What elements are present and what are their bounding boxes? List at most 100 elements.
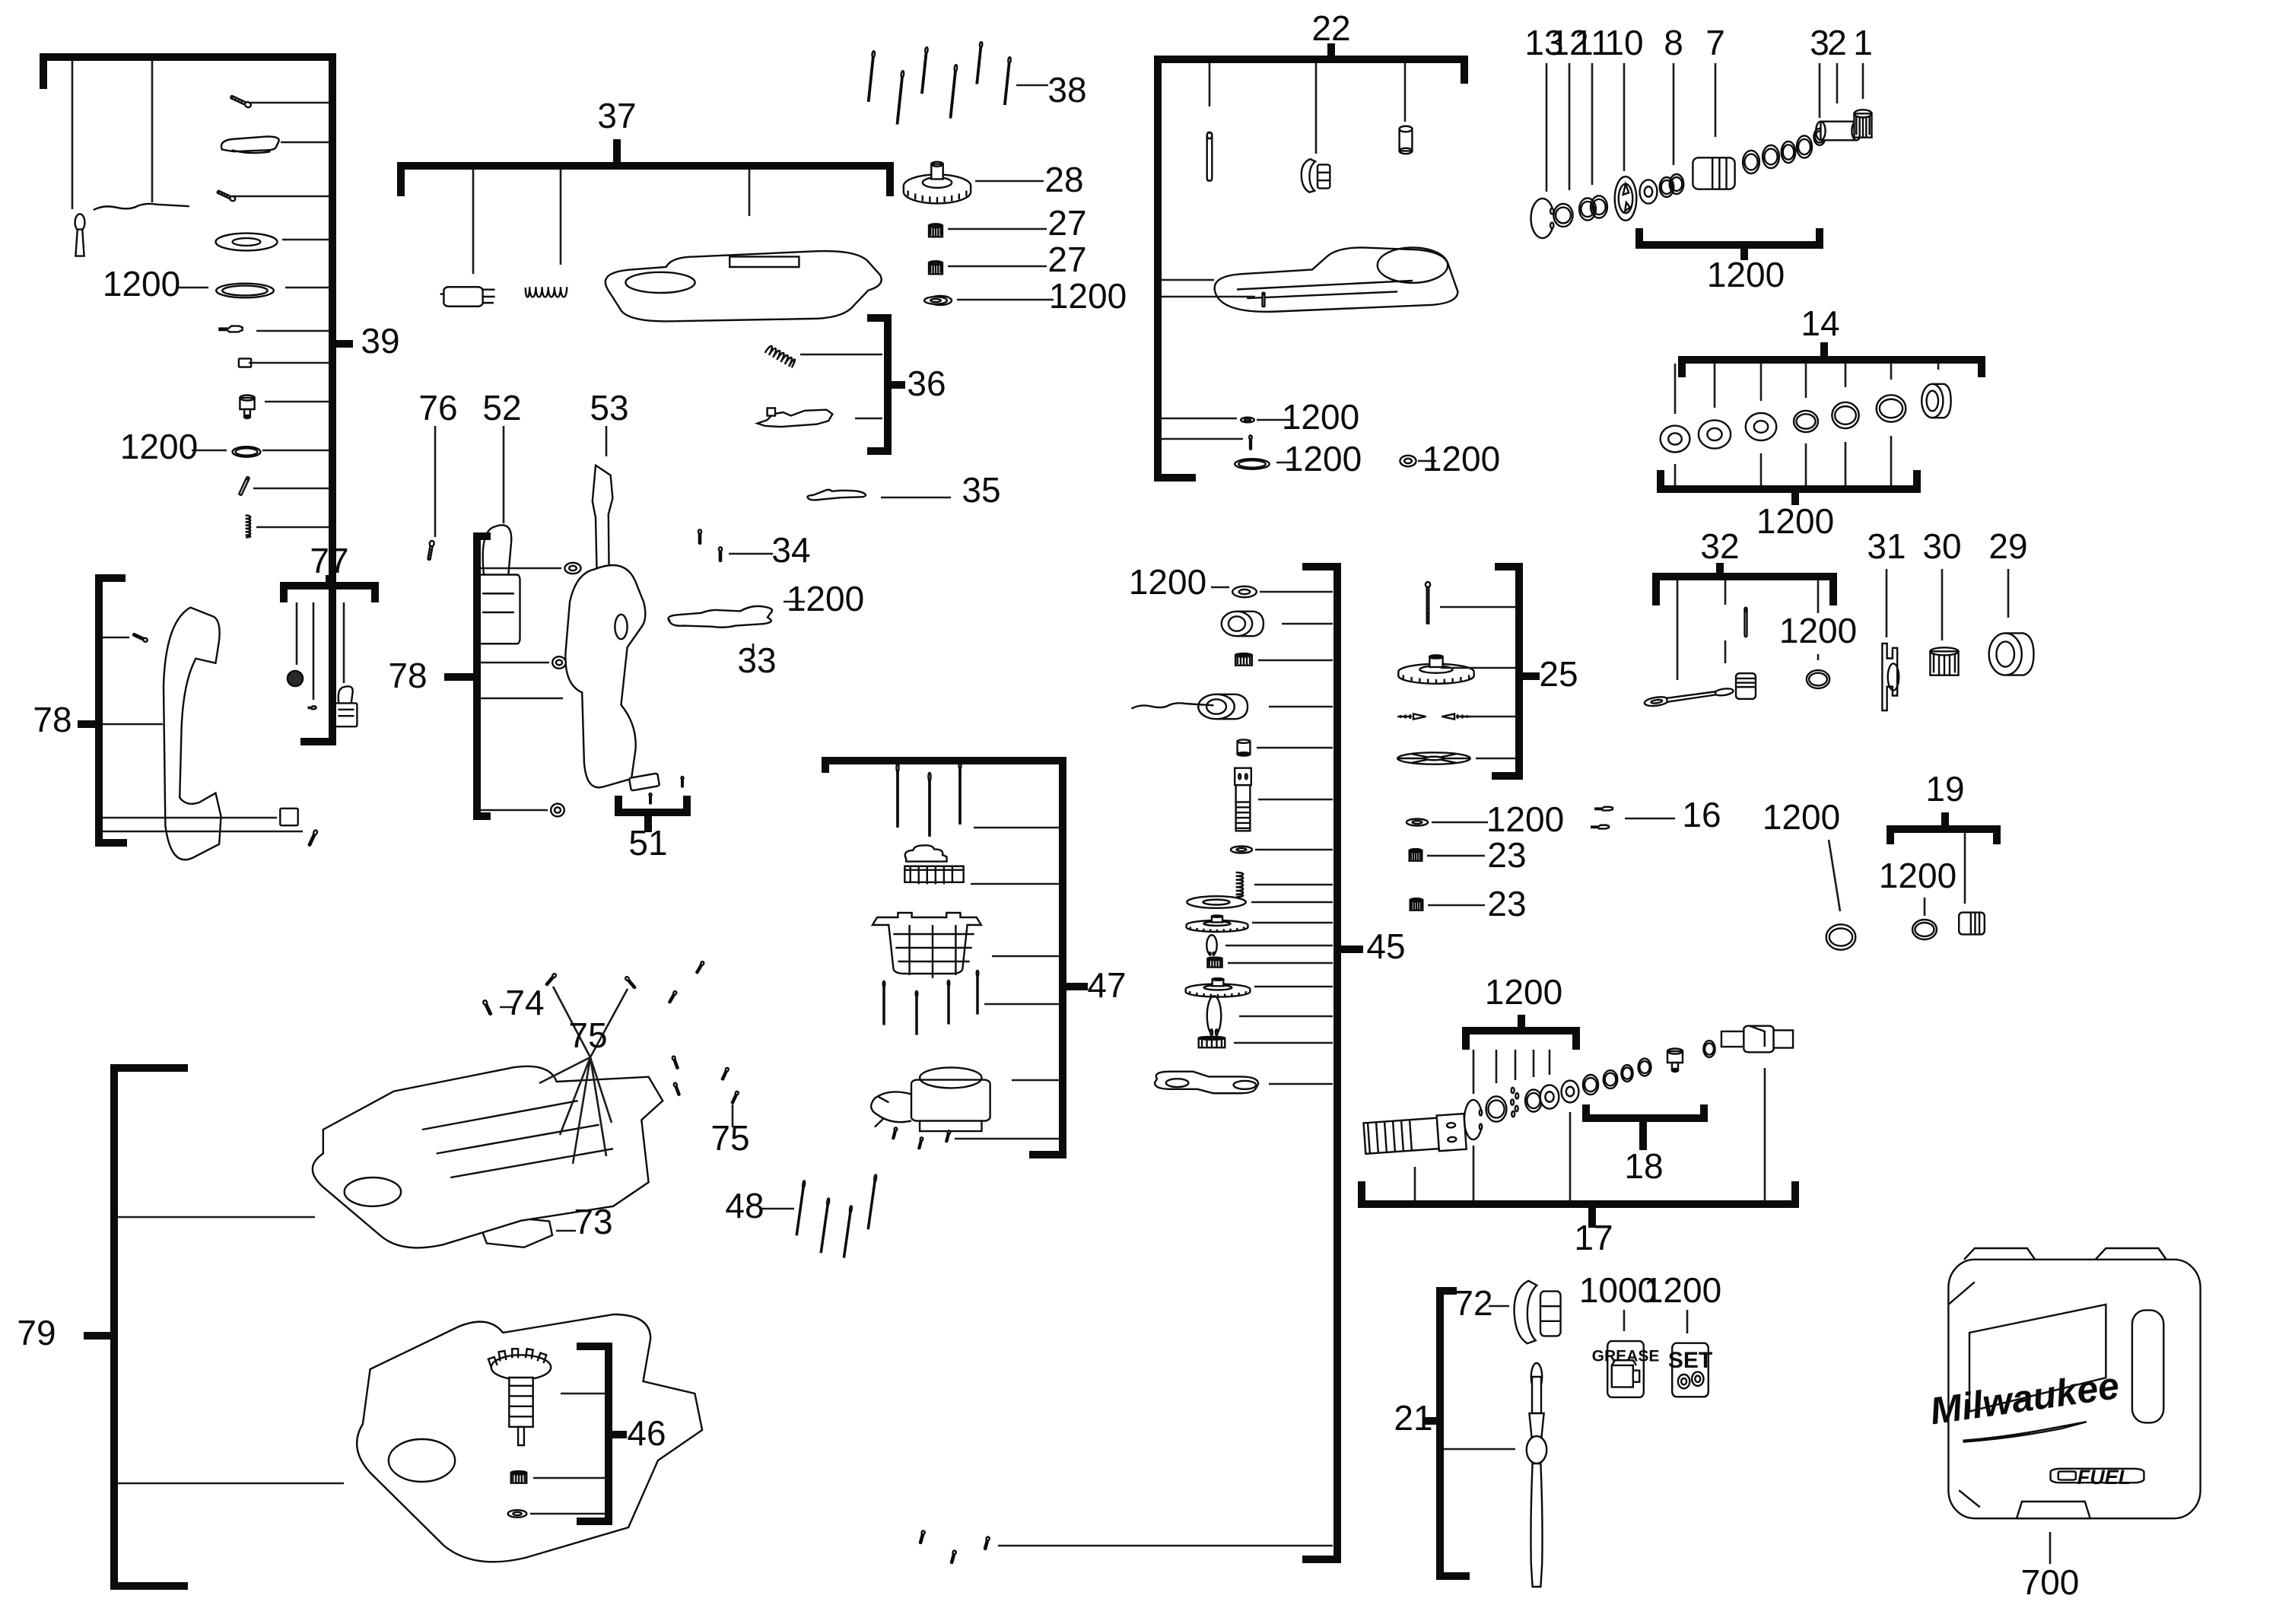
- part-number-label: 45: [1366, 926, 1405, 966]
- part-number-label: SET: [1668, 1348, 1712, 1373]
- part-bolt: [949, 64, 958, 119]
- part-pin: [1744, 607, 1748, 637]
- part-oring: [231, 446, 262, 458]
- part-shellC: [164, 608, 221, 860]
- part-number-label: 1000: [1579, 1270, 1657, 1310]
- part-collar: [1921, 383, 1952, 419]
- group-bracket: [825, 761, 1063, 1155]
- group-bracket: [43, 57, 332, 742]
- part-screw: [545, 973, 558, 987]
- part-oring: [1590, 195, 1608, 219]
- part-number-label: 36: [907, 364, 946, 403]
- part-bolt: [975, 970, 980, 1015]
- group-bracket: [1661, 470, 1917, 489]
- part-bearing: [1198, 1036, 1225, 1048]
- part-pot: [871, 911, 983, 980]
- group-bracket: [1682, 360, 1982, 377]
- part-gbox: [1215, 247, 1458, 311]
- part-number-label: 1200: [1129, 562, 1206, 602]
- part-snap: [1206, 934, 1218, 956]
- part-piston: [1958, 911, 1985, 936]
- part-gearP: [902, 160, 972, 205]
- part-number-label: 30: [1922, 526, 1961, 566]
- part-screw: [983, 1536, 990, 1550]
- part-number-label: 21: [1394, 1398, 1432, 1438]
- part-number-label: 48: [725, 1186, 764, 1225]
- part-bearing: [510, 1470, 527, 1484]
- part-number-label: 28: [1044, 160, 1083, 199]
- part-washer: [1186, 895, 1247, 909]
- part-number-label: 1200: [1486, 799, 1564, 839]
- part-number-label: 22: [1311, 8, 1350, 48]
- part-handle: [565, 565, 645, 787]
- part-screw: [307, 829, 319, 847]
- part-bolt: [927, 771, 932, 837]
- part-snap: [1530, 198, 1555, 239]
- part-bolt: [1425, 581, 1431, 624]
- part-bolt: [866, 1174, 878, 1230]
- part-shandle: [1527, 1363, 1546, 1587]
- part-screw: [649, 793, 652, 804]
- part-washer: [1400, 455, 1416, 467]
- part-bearing: [928, 224, 943, 237]
- leader-lines-layer: [72, 57, 2050, 1564]
- group-bracket: [618, 796, 687, 812]
- part-number-label: 23: [1487, 835, 1526, 875]
- part-chuck: [1720, 1025, 1794, 1054]
- part-washer: [1232, 586, 1257, 598]
- part-bolt: [819, 1197, 831, 1254]
- part-crank: [1153, 1069, 1260, 1095]
- part-number-label: 13: [1524, 23, 1563, 62]
- part-cyl: [1399, 126, 1413, 154]
- part-pin: [1206, 131, 1213, 182]
- part-clamp: [1513, 1279, 1562, 1345]
- part-key: [74, 213, 86, 257]
- part-number-label: 76: [418, 388, 457, 427]
- part-screw: [917, 1136, 924, 1149]
- leader-line: [573, 1057, 590, 1164]
- part-clip: [218, 325, 243, 333]
- part-washer: [564, 562, 581, 574]
- part-number-label: 1200: [1284, 439, 1362, 478]
- part-washer: [1659, 424, 1691, 453]
- part-oring: [215, 282, 275, 299]
- part-washer: [1698, 419, 1731, 450]
- part-number-label: 700: [2021, 1562, 2080, 1602]
- part-oring: [1825, 923, 1857, 951]
- part-washer: [550, 803, 565, 817]
- group-bracket: [1656, 577, 1833, 605]
- part-oring: [1702, 1040, 1716, 1058]
- part-bolt: [895, 762, 900, 828]
- part-screw: [672, 1082, 681, 1096]
- part-number-label: 1200: [1282, 397, 1359, 437]
- part-oring: [1582, 1074, 1599, 1095]
- parts-layer: [74, 41, 2201, 1587]
- part-swa: [871, 1067, 990, 1131]
- part-trigger: [220, 135, 280, 154]
- part-bearing: [1409, 848, 1422, 862]
- part-number-label: 1200: [1422, 439, 1500, 478]
- part-number-label: GREASE: [1592, 1348, 1660, 1365]
- group-bracket: [1466, 1031, 1576, 1050]
- group-bracket: [114, 1068, 188, 1586]
- part-collar: [1220, 610, 1265, 637]
- part-number-label: 27: [1047, 240, 1086, 279]
- part-number-label: 72: [1454, 1283, 1492, 1323]
- leader-line: [590, 1057, 612, 1123]
- part-number-label: 75: [568, 1015, 607, 1055]
- part-screw: [624, 976, 637, 990]
- part-bolt: [842, 1205, 853, 1258]
- part-bolt: [914, 990, 919, 1035]
- part-number-label: 34: [771, 530, 810, 570]
- part-pin: [1262, 292, 1265, 307]
- part-number-label: 75: [710, 1118, 749, 1158]
- part-number-label: 16: [1682, 795, 1721, 834]
- group-bracket: [401, 166, 890, 196]
- leader-line: [553, 987, 590, 1057]
- part-number-label: 33: [737, 640, 776, 680]
- part-washer: [1240, 417, 1255, 423]
- group-bracket: [867, 318, 888, 451]
- part-pin: [238, 476, 250, 496]
- part-bolt: [974, 41, 984, 84]
- part-collar: [1197, 693, 1249, 720]
